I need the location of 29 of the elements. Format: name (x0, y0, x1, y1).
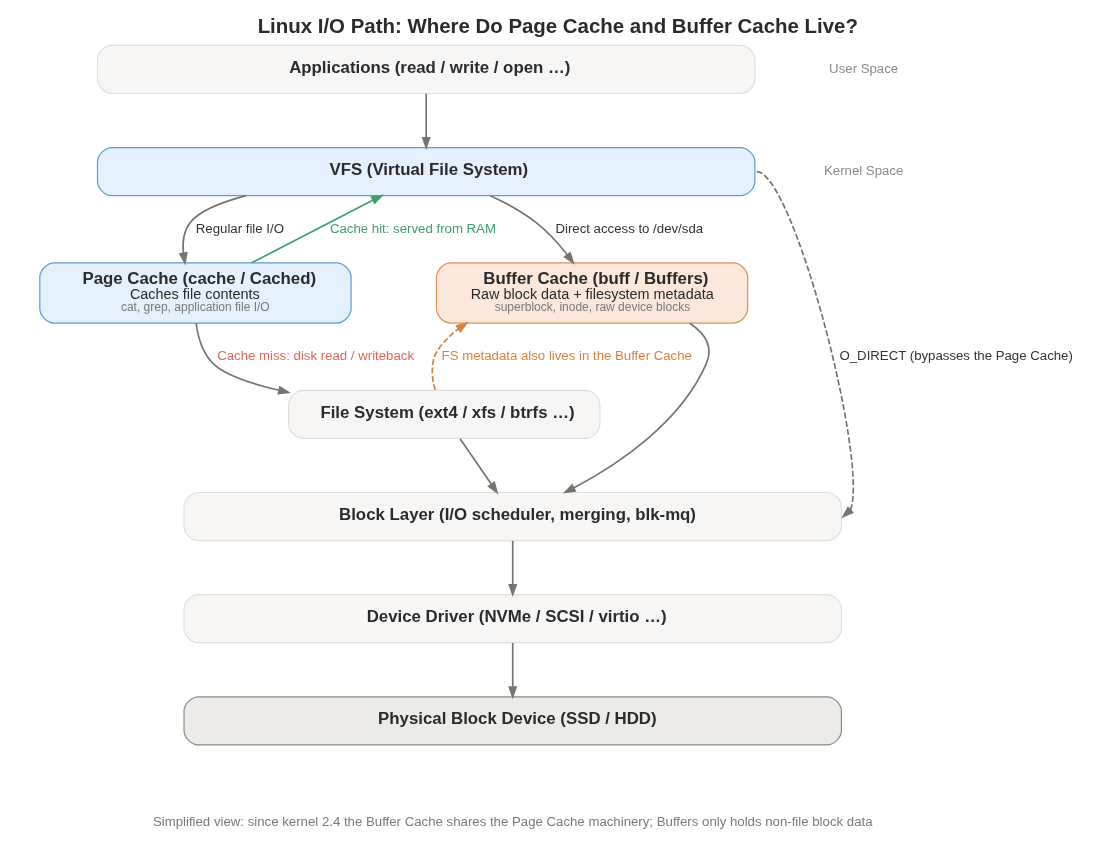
arrow (489, 194, 575, 265)
arrow (562, 322, 710, 494)
arrow (250, 194, 384, 264)
diagram-title: Linux I/O Path: Where Do Page Cache and Buffer Cache Live? (257, 14, 858, 37)
edge-label: Cache miss: disk read / writeback (216, 348, 414, 364)
arrow (430, 321, 469, 391)
arrow (507, 642, 517, 700)
arrow (507, 540, 517, 597)
label: User Space (828, 60, 898, 76)
node-box: VFS (Virtual File System) (96, 146, 755, 197)
node-box: Device Driver (NVMe / SCSI / virtio …) (182, 594, 842, 644)
node-box: Applications (read / write / open …) (96, 44, 755, 95)
node-box: Page Cache (cache / Cached) Caches file contents cat, grep, application file I/O (38, 262, 352, 324)
node-box: Buffer Cache (buff / Buffers) Raw block data + filesystem metadata superblock, inode, raw device blocks (435, 262, 748, 324)
edge-label: O_DIRECT (bypasses the Page Cache) (838, 348, 1073, 364)
arrow (178, 194, 247, 266)
caption: Simplified view: since kernel 2.4 the Buffer Cache shares the Page Cache machinery; Buffers only holds non-file block data (152, 814, 873, 830)
edge-label: Direct access to /dev/sda (554, 220, 703, 236)
arrow (458, 437, 498, 495)
node-box: Physical Block Device (SSD / HDD) (182, 696, 842, 746)
node-box: Block Layer (I/O scheduler, merging, blk-mq) (182, 491, 842, 542)
arrow (194, 322, 291, 395)
edge-label: Cache hit: served from RAM (329, 220, 496, 236)
arrow (755, 170, 854, 519)
edge-label: FS metadata also lives in the Buffer Cache (441, 348, 692, 364)
arrow (421, 92, 431, 150)
node-box: File System (ext4 / xfs / btrfs …) (287, 389, 600, 439)
edge-label: Regular file I/O (195, 220, 284, 236)
label: Kernel Space (823, 162, 903, 178)
